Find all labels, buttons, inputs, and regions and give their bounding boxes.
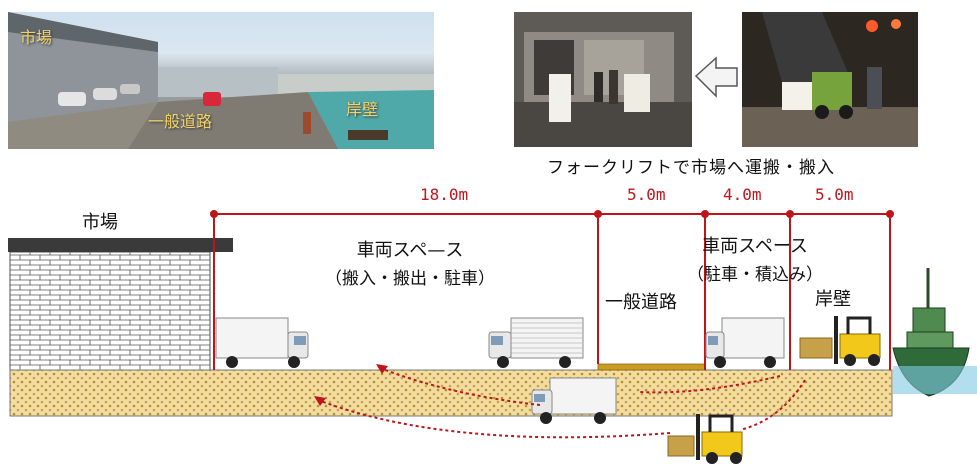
vehicle-space-2-sub: （駐車・積込み） [687,265,823,285]
ground-section [9,369,893,417]
vehicle-space-2-label: 車両スペース （駐車・積込み） [660,232,850,285]
truck-icon [705,317,785,368]
truck-icon [215,317,309,368]
market-building [9,251,211,371]
quay-label: 岸壁 [815,289,851,310]
vehicle-space-1-title: 車両スペ—ス [356,240,464,261]
flow-arrowheads [314,364,388,406]
market-label: 市場 [82,212,118,233]
market-roof [8,238,233,252]
photo-label-market: 市場 [20,28,53,47]
road-label: 一般道路 [605,292,677,313]
forklift-icon [667,414,743,464]
vehicle-space-1-label: 車両スペ—ス （搬入・搬出・駐車） [280,236,540,289]
dimension-label-quay: 5.0m [815,185,854,204]
forklift-quay-photo [742,12,918,147]
dimension-markers [210,210,894,218]
flow-arrows [317,367,806,439]
forklift-caption: フォークリフトで市場へ運搬・搬入 [547,158,835,178]
photo-label-quay: 岸壁 [346,100,379,119]
dimension-label-vehicle-space-1: 18.0m [420,185,469,204]
photo-label-road: 一般道路 [148,112,213,131]
ship-icon [892,268,977,397]
dimension-lines [213,213,891,370]
truck-icon [488,317,584,368]
dimension-label-road: 5.0m [627,185,666,204]
dimension-label-vehicle-space-2: 4.0m [723,185,762,204]
forklift-unloading-photo [514,12,692,147]
vehicle-space-1-sub: （搬入・搬出・駐車） [325,269,495,289]
vehicle-space-2-title: 車両スペース [702,236,808,257]
street-photo-drawing [8,12,434,149]
warehouse-photo-drawing [514,12,692,147]
road-surface [597,363,706,371]
truck-icon [531,377,617,424]
forklift-icon [799,316,881,366]
quay-photo-drawing [742,12,918,147]
market-street-photo: 市場 一般道路 岸壁 [8,12,434,149]
